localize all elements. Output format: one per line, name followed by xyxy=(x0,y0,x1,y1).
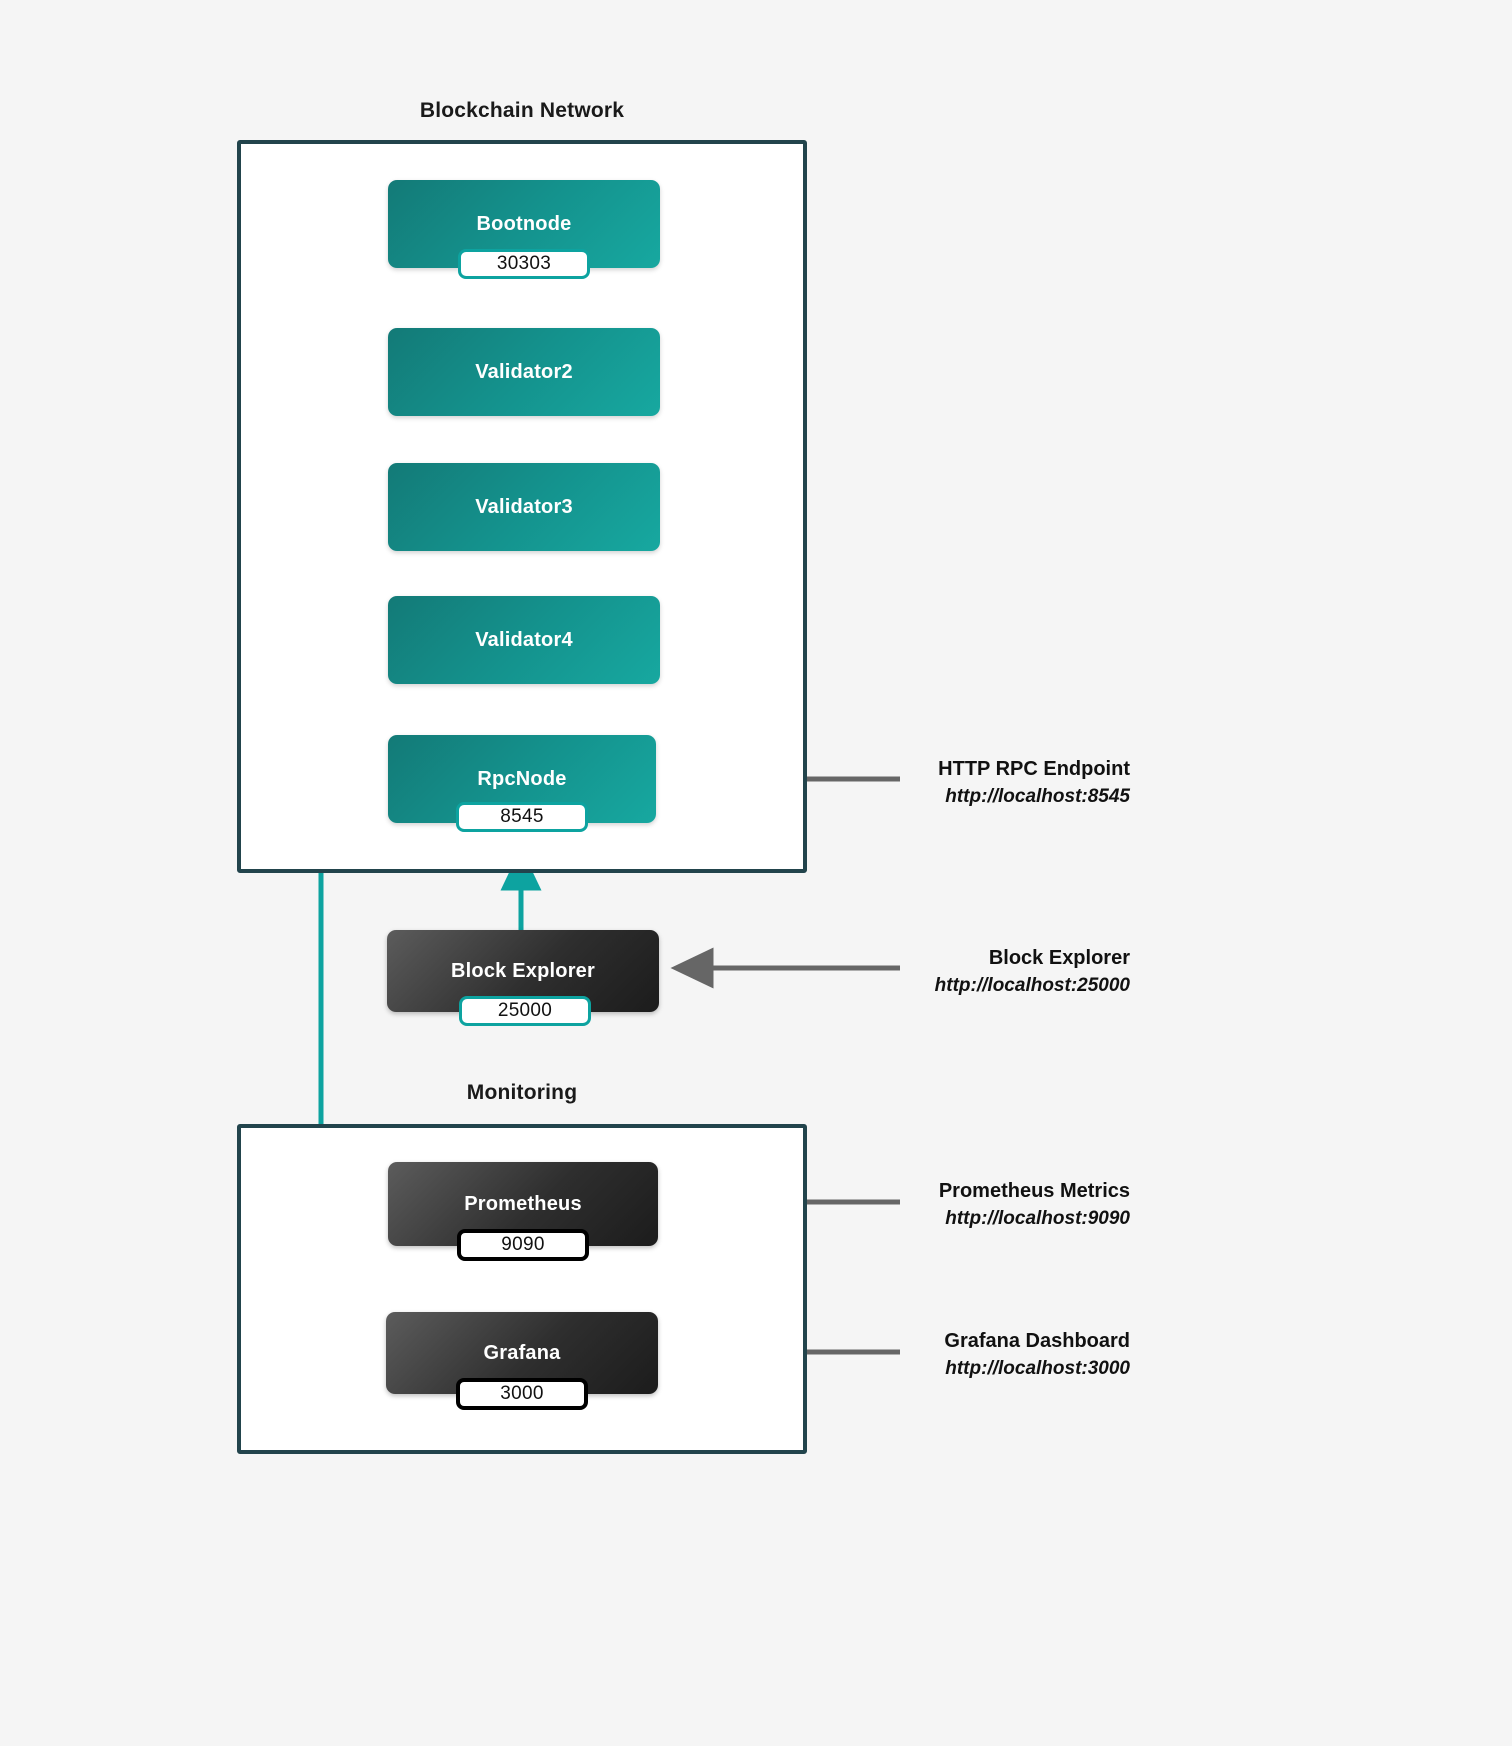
node-validator4-label: Validator4 xyxy=(475,628,573,651)
node-bootnode-port-badge: 30303 xyxy=(458,249,590,279)
node-validator2[interactable]: Validator2 xyxy=(388,328,660,416)
annotation-rpc-endpoint-url: http://localhost:8545 xyxy=(945,786,1130,807)
node-rpcnode-label: RpcNode xyxy=(477,767,567,790)
node-validator4[interactable]: Validator4 xyxy=(388,596,660,684)
annotation-block-explorer-url: http://localhost:25000 xyxy=(934,975,1130,996)
node-grafana-port: 3000 xyxy=(500,1383,544,1404)
node-rpcnode-port: 8545 xyxy=(500,806,544,827)
node-rpcnode-port-badge: 8545 xyxy=(456,802,588,832)
node-grafana-port-badge: 3000 xyxy=(456,1378,588,1410)
annotation-prometheus-metrics-title: Prometheus Metrics xyxy=(938,1180,1130,1202)
annotation-prometheus-metrics: Prometheus Metrics http://localhost:9090 xyxy=(700,1177,1130,1233)
group-title-blockchain: Blockchain Network xyxy=(419,99,625,122)
node-validator3[interactable]: Validator3 xyxy=(388,463,660,551)
node-bootnode-port: 30303 xyxy=(496,253,552,274)
annotation-block-explorer: Block Explorer http://localhost:25000 xyxy=(700,944,1130,1000)
node-block-explorer-port-badge: 25000 xyxy=(459,996,591,1026)
annotation-grafana-dashboard: Grafana Dashboard http://localhost:3000 xyxy=(700,1327,1130,1383)
node-block-explorer-label: Block Explorer xyxy=(451,959,595,982)
node-block-explorer-port: 25000 xyxy=(497,1000,553,1021)
annotation-grafana-dashboard-title: Grafana Dashboard xyxy=(944,1330,1130,1352)
annotation-rpc-endpoint-title: HTTP RPC Endpoint xyxy=(938,758,1130,780)
annotation-prometheus-metrics-url: http://localhost:9090 xyxy=(945,1208,1130,1229)
node-prometheus-label: Prometheus xyxy=(464,1192,582,1215)
node-prometheus-port-badge: 9090 xyxy=(457,1229,589,1261)
node-validator3-label: Validator3 xyxy=(475,495,573,518)
annotation-block-explorer-title: Block Explorer xyxy=(988,947,1130,969)
group-title-monitoring: Monitoring xyxy=(466,1081,578,1104)
node-validator2-label: Validator2 xyxy=(475,360,573,383)
annotation-grafana-dashboard-url: http://localhost:3000 xyxy=(945,1358,1130,1379)
node-bootnode-label: Bootnode xyxy=(476,212,572,235)
annotation-rpc-endpoint: HTTP RPC Endpoint http://localhost:8545 xyxy=(700,755,1130,811)
node-prometheus-port: 9090 xyxy=(501,1234,545,1255)
node-grafana-label: Grafana xyxy=(483,1341,561,1364)
